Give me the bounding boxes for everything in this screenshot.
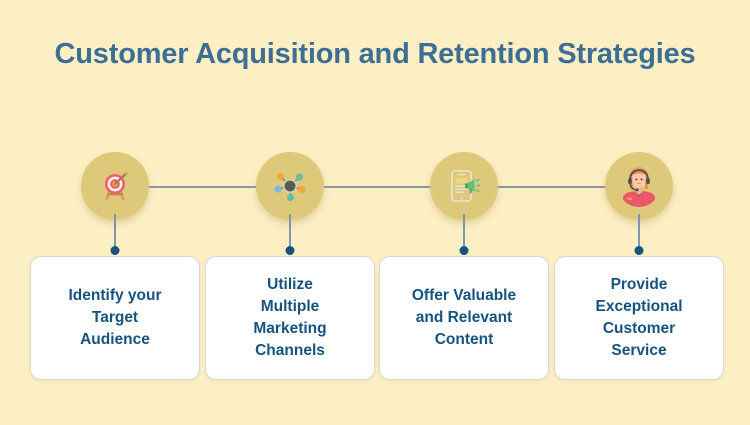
step-icon-circle-4 xyxy=(605,152,673,220)
step-card-4[interactable]: Provide Exceptional Customer Service xyxy=(554,256,724,380)
target-arrow-icon xyxy=(95,166,135,206)
step-card-1[interactable]: Identify your Target Audience xyxy=(30,256,200,380)
page-title: Customer Acquisition and Retention Strat… xyxy=(54,38,696,70)
step-item-4[interactable]: Provide Exceptional Customer Service xyxy=(551,0,727,425)
step-icon-circle-2 xyxy=(256,152,324,220)
step-item-2[interactable]: Utilize Multiple Marketing Channels xyxy=(202,0,378,425)
step-connector-dot-3 xyxy=(459,246,469,255)
mobile-megaphone-icon xyxy=(443,165,485,207)
step-item-3[interactable]: Offer Valuable and Relevant Content xyxy=(376,0,552,425)
step-item-1[interactable]: Identify your Target Audience xyxy=(27,0,203,425)
step-icon-circle-3 xyxy=(430,152,498,220)
network-hub-icon xyxy=(269,165,311,207)
step-connector-dot-1 xyxy=(110,246,120,255)
step-card-3[interactable]: Offer Valuable and Relevant Content xyxy=(379,256,549,380)
step-drop-line-1 xyxy=(114,214,116,250)
step-drop-line-2 xyxy=(289,214,291,250)
step-label-2: Utilize Multiple Marketing Channels xyxy=(253,276,327,359)
horizontal-connector-line xyxy=(115,186,637,188)
step-label-4: Provide Exceptional Customer Service xyxy=(595,276,683,359)
step-drop-line-4 xyxy=(638,214,640,250)
step-connector-dot-4 xyxy=(634,246,644,255)
support-agent-icon xyxy=(617,164,661,208)
step-drop-line-3 xyxy=(463,214,465,250)
step-label-3: Offer Valuable and Relevant Content xyxy=(411,287,517,348)
step-connector-dot-2 xyxy=(285,246,295,255)
step-icon-circle-1 xyxy=(81,152,149,220)
step-card-2[interactable]: Utilize Multiple Marketing Channels xyxy=(205,256,375,380)
step-label-1: Identify your Target Audience xyxy=(68,287,162,348)
